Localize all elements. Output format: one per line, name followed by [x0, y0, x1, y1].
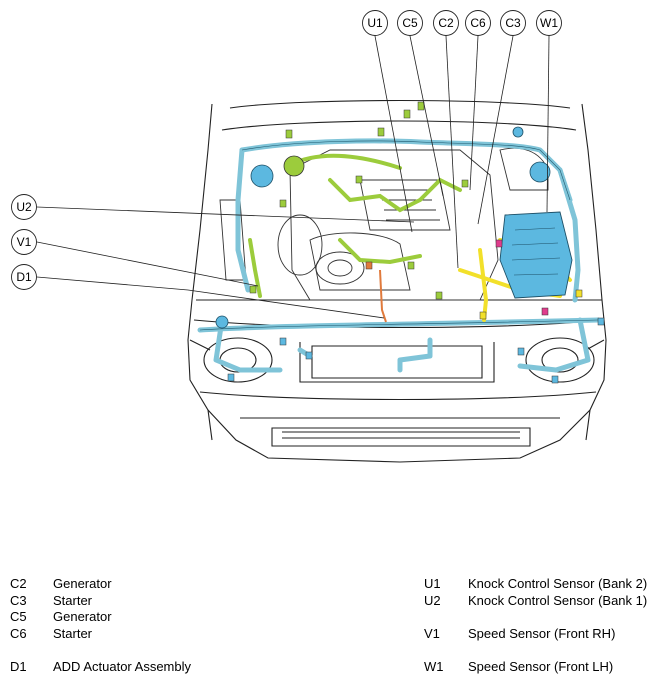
legend-code: V1	[424, 625, 440, 641]
legend-code: W1	[424, 658, 444, 674]
callout-u1: U1	[362, 10, 388, 36]
legend-desc: ADD Actuator Assembly	[53, 658, 191, 674]
legend-desc: Knock Control Sensor (Bank 2)	[468, 576, 648, 591]
legend-code: D1	[10, 658, 27, 674]
legend-code: U1	[424, 576, 441, 591]
blue-connector-top	[512, 126, 524, 138]
legend-left: C2 Generator C3 Starter C5 Generator C6 …	[10, 576, 310, 676]
callout-leader-lines	[36, 35, 550, 319]
vehicle-body-outline	[187, 99, 607, 463]
orange-wire	[379, 269, 387, 323]
legend-desc: Knock Control Sensor (Bank 1)	[468, 592, 648, 608]
small-connectors	[227, 101, 605, 384]
engine-compartment-diagram: U1 C5 C2 C6 C3 W1 U2 V1	[11, 10, 607, 463]
legend-desc: Speed Sensor (Front LH)	[468, 658, 614, 674]
svg-text:D1: D1	[16, 270, 32, 284]
legend-desc: Starter	[53, 625, 93, 641]
blue-relay-round	[250, 164, 274, 188]
callout-c5: C5	[397, 10, 423, 36]
legend-desc: Generator	[53, 576, 112, 591]
svg-text:C5: C5	[402, 16, 418, 30]
legend-code: C2	[10, 576, 27, 591]
svg-text:C2: C2	[438, 16, 454, 30]
blue-harness-outline	[199, 140, 599, 331]
legend-code: C3	[10, 592, 27, 608]
blue-relay-round-2	[529, 161, 551, 183]
green-connector-round	[283, 155, 305, 177]
callout-c2: C2	[433, 10, 459, 36]
legend-desc: Generator	[53, 609, 112, 624]
legend-right: U1 Knock Control Sensor (Bank 2) U2 Knoc…	[424, 576, 664, 676]
svg-text:V1: V1	[17, 235, 32, 249]
legend-desc: Speed Sensor (Front RH)	[468, 625, 616, 641]
engine-control-module	[499, 211, 573, 299]
svg-text:U1: U1	[367, 16, 383, 30]
callout-c3: C3	[500, 10, 526, 36]
callout-c6: C6	[465, 10, 491, 36]
callout-d1: D1	[11, 264, 37, 290]
callout-w1: W1	[536, 10, 562, 36]
legend-desc: Starter	[53, 592, 93, 608]
green-wire-harness	[248, 153, 462, 298]
callout-labels: U1 C5 C2 C6 C3 W1 U2 V1	[11, 10, 562, 290]
svg-text:C6: C6	[470, 16, 486, 30]
svg-text:W1: W1	[540, 16, 558, 30]
svg-text:C3: C3	[505, 16, 521, 30]
legend-code: C5	[10, 609, 27, 624]
legend-code: U2	[424, 592, 441, 608]
legend-code: C6	[10, 625, 27, 641]
blue-connector-front-left	[215, 315, 229, 329]
callout-v1: V1	[11, 229, 37, 255]
callout-u2: U2	[11, 194, 37, 220]
svg-text:U2: U2	[16, 200, 32, 214]
